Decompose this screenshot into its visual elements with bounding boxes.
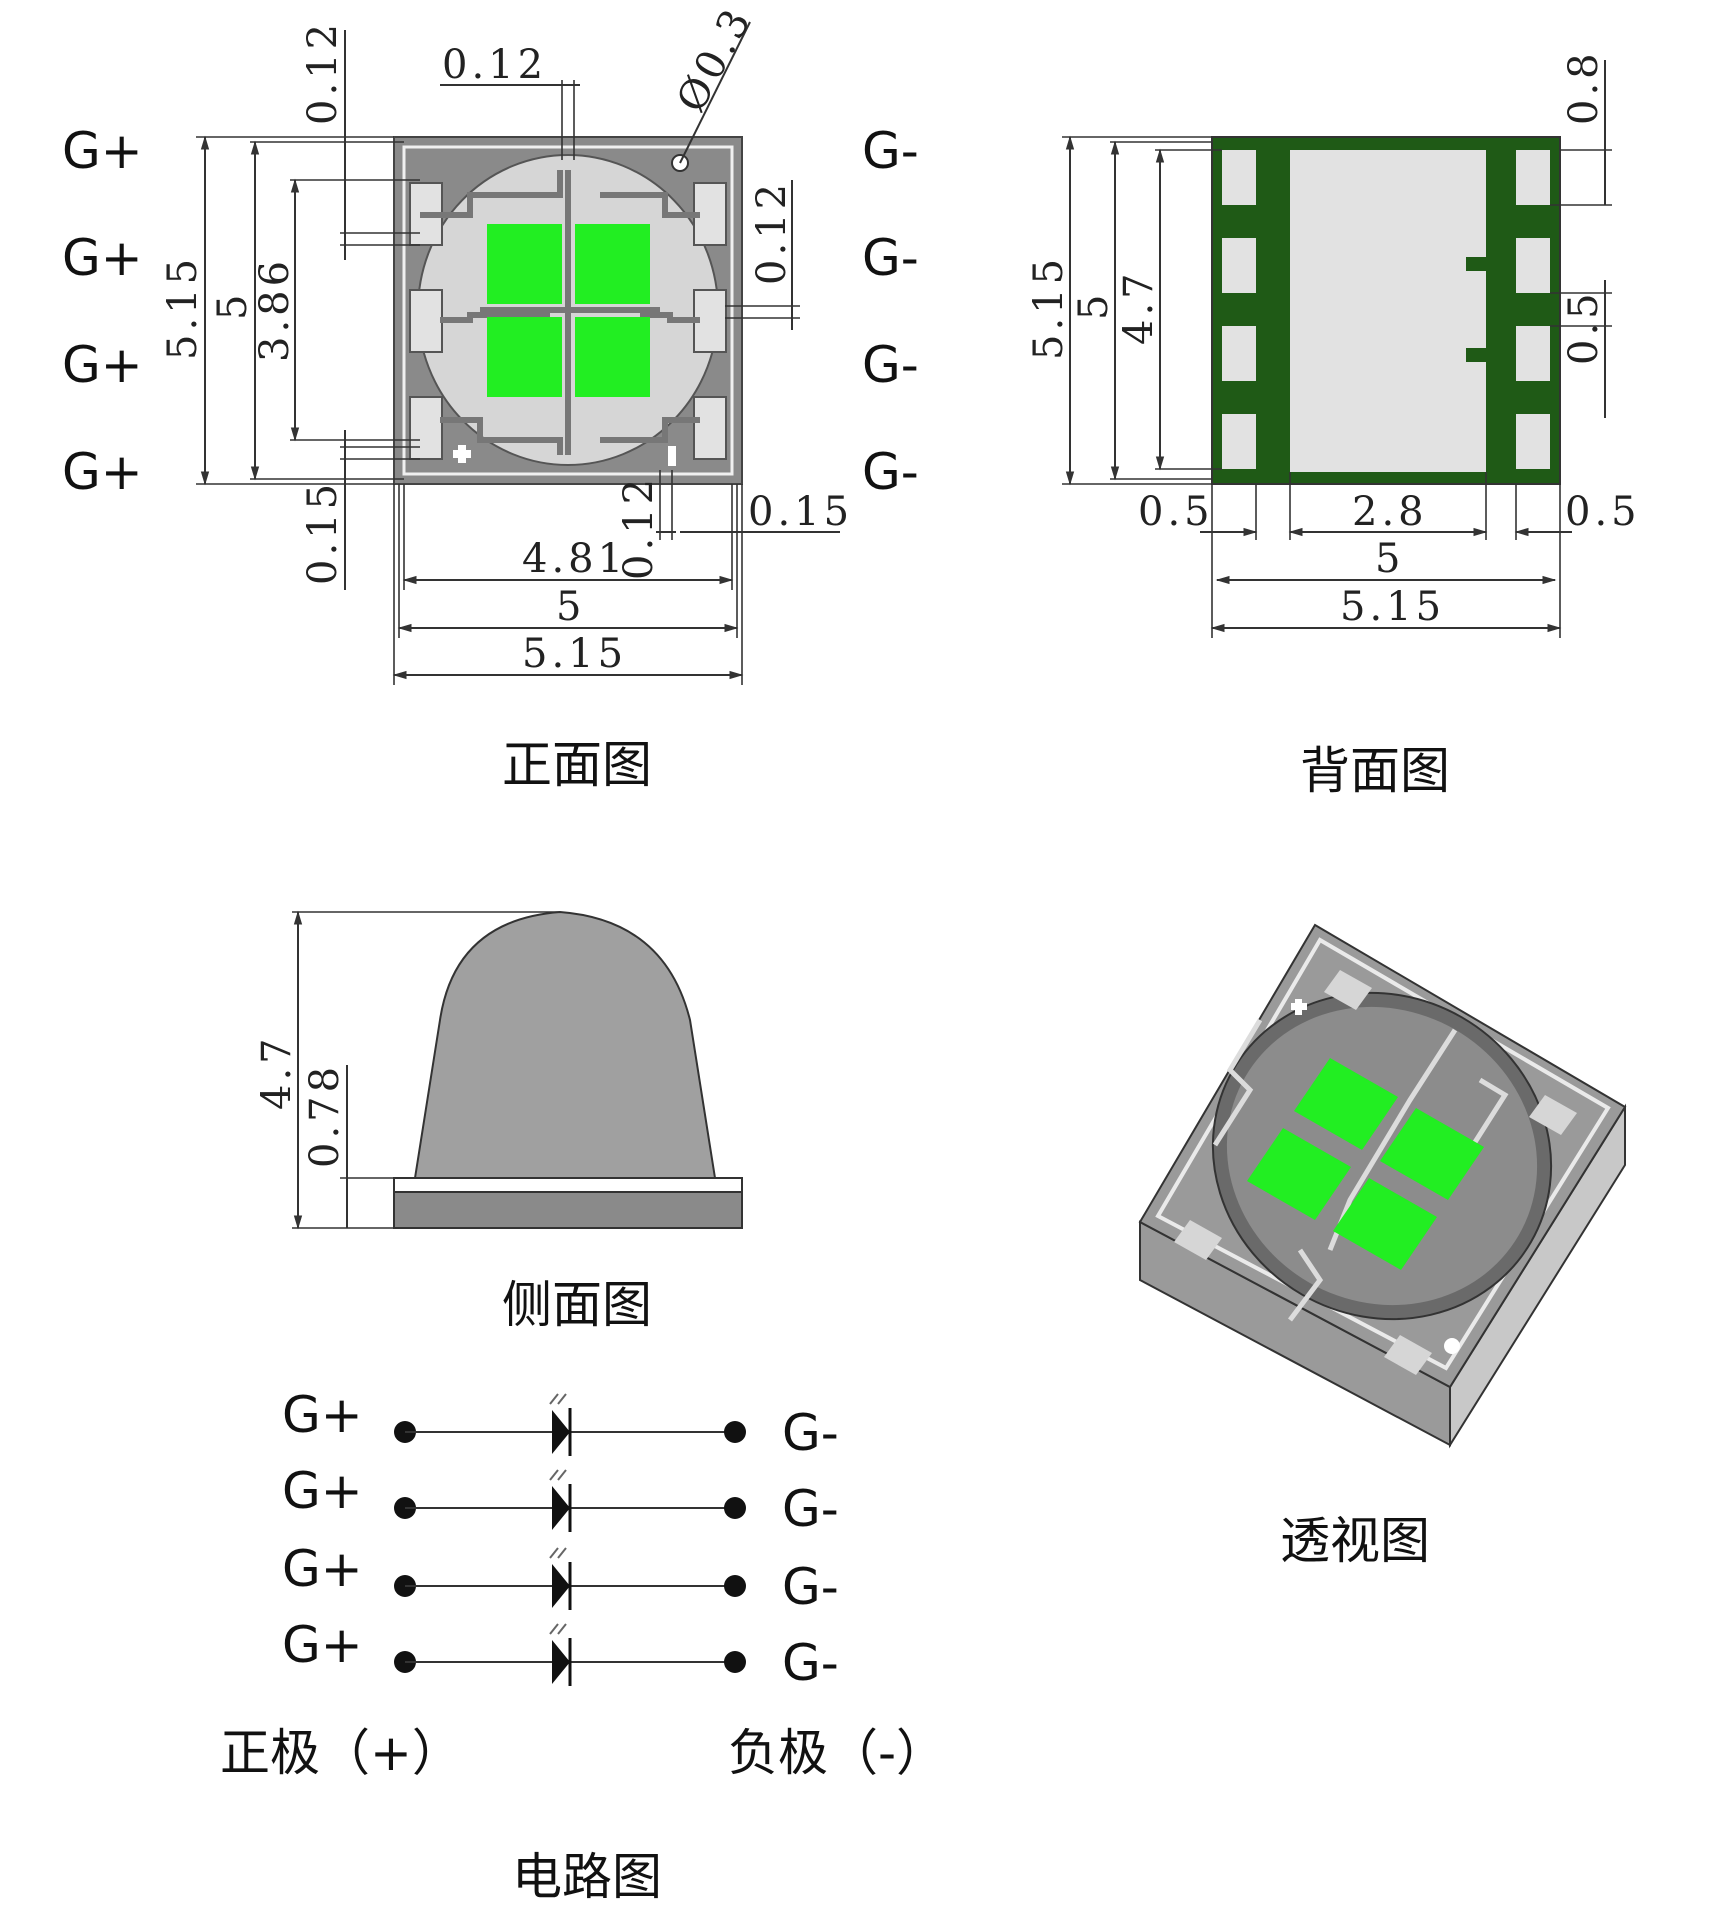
back-dim-h5: 5 [1071,291,1117,320]
back-dim-h47: 4.7 [1116,269,1162,345]
front-right-label-4: G- [862,443,919,501]
led-symbol-4 [552,1640,570,1684]
circuit-right-label-3: G- [782,1558,839,1616]
back-view-title: 背面图 [1300,742,1450,800]
front-dim-h386: 3.86 [252,257,298,362]
front-dim-w481: 4.81 [522,536,627,582]
front-dim-dia: Ø0.3 [668,0,761,120]
front-dim-h5: 5 [210,291,256,320]
back-dim-b28: 2.8 [1352,489,1428,535]
front-chip-3 [487,317,562,397]
front-led-chips [487,224,650,397]
front-view: G+ G+ G+ G+ G- G- G- G- [62,0,919,794]
side-base-top [393,1177,743,1193]
back-dim-r08: 0.8 [1561,49,1607,125]
front-minus-mark [668,446,676,466]
back-dim-r05: 0.5 [1561,289,1607,365]
circuit-right-label-1: G- [782,1404,839,1462]
side-base [393,1191,743,1229]
front-dim-w515: 5.15 [522,631,627,677]
front-dim-top012: 0.12 [300,20,346,125]
perspective-view-title: 透视图 [1280,1512,1430,1570]
back-dim-b05l: 0.5 [1138,489,1214,535]
front-left-label-4: G+ [62,443,143,501]
negative-terminal-label: 负极（-） [728,1724,946,1782]
circuit-left-label-3: G+ [282,1540,363,1598]
front-dim-bot012: 0.12 [616,475,662,580]
circuit-row-4: G+ G- [282,1616,839,1692]
persp-rim [1155,937,1611,1371]
front-chip-1 [487,224,562,304]
front-chip-4 [575,317,650,397]
perspective-view: 透视图 [1138,923,1627,1570]
persp-led-chips [1247,1058,1484,1270]
front-chip-2 [575,224,650,304]
front-left-label-1: G+ [62,122,143,180]
front-dim-bot015: 0.15 [300,480,346,585]
front-dim-right012: 0.12 [749,180,795,285]
front-view-title: 正面图 [502,736,652,794]
front-right-label-3: G- [862,336,919,394]
led-symbol-3 [552,1564,570,1608]
back-notch-2 [1466,348,1486,362]
back-center-pad [1290,150,1486,472]
side-dim-h078: 0.78 [302,1063,348,1168]
persp-chip-4 [1333,1178,1437,1270]
persp-lens-inner [1226,1006,1538,1306]
persp-plus-v [1295,999,1302,1015]
front-right-label-1: G- [862,122,919,180]
side-view: 4.7 0.78 侧面图 [254,910,743,1334]
persp-chip-3 [1247,1128,1351,1220]
persp-chip-1 [1294,1058,1398,1150]
side-dome [413,910,717,1179]
circuit-title: 电路图 [512,1848,662,1906]
back-dim-h515: 5.15 [1026,255,1072,360]
persp-hole [1444,1338,1460,1354]
front-left-label-2: G+ [62,229,143,287]
led-symbol-1 [552,1410,570,1454]
front-left-label-3: G+ [62,336,143,394]
front-traces [420,170,700,455]
circuit-left-label-2: G+ [282,1462,363,1520]
front-right-label-2: G- [862,229,919,287]
side-view-title: 侧面图 [502,1276,652,1334]
positive-terminal-label: 正极（+） [220,1724,462,1782]
back-dim-b05r: 0.5 [1565,489,1641,535]
persp-pad-2 [1529,1095,1577,1135]
persp-pad-4 [1384,1335,1432,1375]
circuit-diagram: G+ G- G+ G- G+ [220,1386,946,1906]
persp-pad-1 [1324,970,1372,1010]
back-dim-w515: 5.15 [1340,584,1445,630]
circuit-right-label-2: G- [782,1480,839,1538]
circuit-row-3: G+ G- [282,1540,839,1616]
circuit-left-label-4: G+ [282,1616,363,1674]
circuit-left-label-1: G+ [282,1386,363,1444]
back-view: 5.15 5 4.7 0.8 0.5 0.5 2.8 0.5 5 [1026,49,1641,800]
back-side-pads [1222,150,1550,469]
persp-pad-3 [1174,1220,1222,1260]
circuit-right-label-4: G- [782,1634,839,1692]
led-symbol-2 [552,1486,570,1530]
back-notch-1 [1466,257,1486,271]
persp-chip-2 [1380,1108,1484,1200]
circuit-row-1: G+ G- [282,1386,839,1462]
front-plus-mark-v [458,445,466,463]
side-dim-h47: 4.7 [254,1034,300,1110]
back-dim-w5: 5 [1375,536,1404,582]
circuit-row-2: G+ G- [282,1462,839,1538]
front-dim-bot015r: 0.15 [748,489,853,535]
front-dim-h515: 5.15 [160,255,206,360]
front-dim-top012b: 0.12 [442,42,547,88]
front-package-rim [402,145,734,476]
front-dim-w5: 5 [556,584,585,630]
